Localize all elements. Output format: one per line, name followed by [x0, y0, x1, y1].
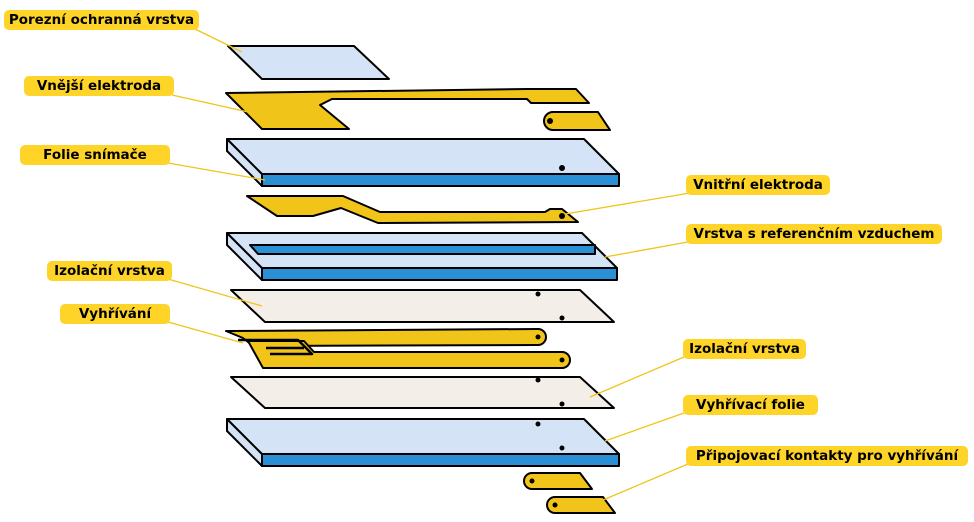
via-dot — [559, 315, 565, 321]
leader-line — [564, 192, 691, 215]
label-folie-snimace: Folie snímače — [20, 145, 170, 165]
label-vnejsi-elektroda: Vnější elektroda — [24, 76, 174, 96]
leader-line — [604, 412, 685, 442]
label-vnitrni-elektroda: Vnitřní elektroda — [686, 175, 830, 195]
via-dot — [535, 334, 541, 340]
insulation-layer-2 — [230, 376, 615, 409]
sensor-foil-front — [261, 173, 620, 187]
via-dot — [552, 502, 558, 508]
reference-air-channel — [249, 244, 596, 255]
protective-layer — [227, 45, 390, 80]
outer-electrode-contact — [543, 111, 611, 131]
insulation-layer-1 — [230, 289, 615, 323]
reference-air-front — [261, 267, 618, 281]
label-izolacni-vrstva-2: Izolační vrstva — [683, 339, 806, 359]
via-dot — [535, 377, 541, 383]
label-pripojovaci-kontakty: Připojovací kontakty pro vyhřívání — [686, 446, 968, 466]
via-dot — [559, 401, 565, 407]
label-vyhrivaci-folie: Vyhřívací folie — [683, 395, 818, 415]
via-dot — [535, 421, 541, 427]
sensor-foil-top — [226, 138, 620, 175]
heater-foil-front — [261, 453, 620, 467]
leader-line — [602, 463, 689, 501]
leader-line — [167, 278, 263, 307]
via-dot — [529, 478, 535, 484]
label-porezni-ochranna-vrstva: Porezní ochranná vrstva — [4, 10, 199, 30]
leader-line — [167, 162, 266, 181]
label-vyhrivani: Vyhřívání — [60, 304, 170, 324]
heater-contact-upper — [523, 472, 593, 490]
leader-line — [167, 321, 244, 344]
label-vrstva-referencni-vzduch: Vrstva s referenčním vzduchem — [686, 224, 942, 244]
leader-line — [171, 94, 249, 113]
leader-line — [604, 241, 689, 258]
inner-electrode — [246, 195, 579, 224]
outer-electrode — [225, 88, 590, 130]
via-dot — [559, 213, 565, 219]
label-izolacni-vrstva-1: Izolační vrstva — [47, 261, 172, 281]
heater-trace-lower — [247, 340, 571, 369]
leader-line — [192, 27, 243, 53]
via-dot — [547, 118, 553, 124]
leader-line — [589, 356, 685, 398]
via-dot — [559, 165, 565, 171]
via-dot — [559, 445, 565, 451]
via-dot — [559, 357, 565, 363]
heater-contact-lower — [546, 496, 616, 514]
heater-meander — [238, 338, 314, 356]
via-dot — [535, 291, 541, 297]
heater-foil-top — [226, 418, 620, 455]
